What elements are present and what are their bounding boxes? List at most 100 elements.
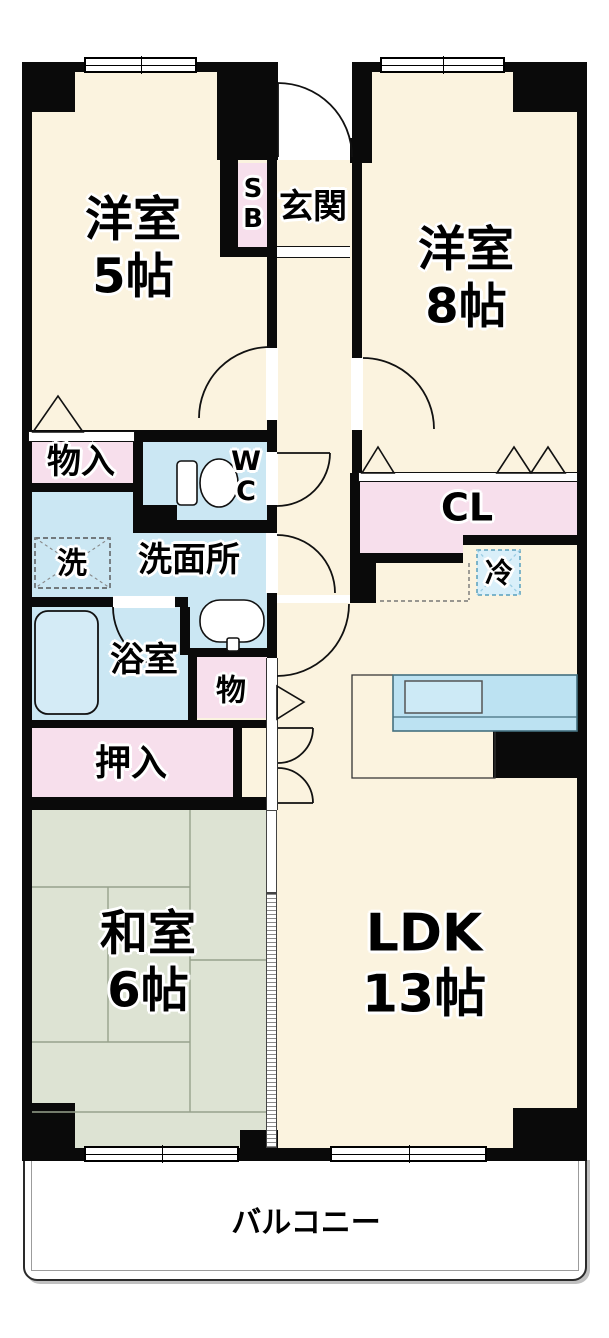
label-shoebox-s: S — [243, 174, 263, 205]
western8-door-opening — [351, 358, 363, 430]
oshiire-closet — [30, 728, 233, 797]
wall-monoire-wc-divider — [133, 433, 143, 520]
label-western5: 洋室 5帖 — [85, 191, 181, 304]
washer-space — [34, 537, 111, 589]
mono-nook-door-track — [266, 658, 278, 810]
wall-oshiire-right — [233, 725, 242, 803]
closet-cl-right — [463, 482, 578, 535]
storage-mono — [197, 655, 270, 718]
wall-sink-bottom — [188, 648, 270, 657]
window-ldk — [330, 1145, 487, 1163]
label-bathroom: 浴室 — [110, 639, 178, 680]
wall-kitchen-end-block — [493, 728, 577, 778]
label-western8-name: 洋室 — [417, 221, 515, 278]
pillar-top-left — [22, 62, 75, 112]
label-wc: W C — [231, 445, 261, 507]
wall-lower-block-top — [22, 720, 277, 728]
wall-cl-bottom-right — [463, 535, 587, 545]
label-ldk-size: 13帖 — [361, 965, 487, 1025]
cl-folding-door-left — [360, 445, 396, 474]
wall-wc-bottom — [133, 520, 270, 533]
wall-right — [577, 62, 587, 1160]
label-mono: 物 — [216, 673, 246, 709]
cl-folding-door-right-a — [495, 445, 533, 474]
label-wc-c: C — [236, 476, 256, 507]
mono-folding-door — [276, 684, 306, 721]
japanese-room-floor — [32, 810, 266, 1148]
window-japanese — [84, 1145, 239, 1163]
label-western5-name: 洋室 — [84, 191, 182, 248]
wall-shoebox-bottom — [238, 247, 273, 257]
label-ldk: LDK 13帖 — [362, 904, 486, 1027]
toilet-fixture — [176, 458, 239, 508]
wc-door-arc — [276, 452, 331, 507]
washroom-door-arc — [276, 534, 336, 594]
washbasin-fixture — [199, 599, 265, 652]
kitchen-zone-outline — [351, 674, 496, 779]
bathroom-door-arc — [112, 606, 176, 670]
wc-door-opening — [266, 452, 278, 505]
wall-corridor-left-lower — [267, 603, 277, 658]
wall-mono-left — [188, 655, 197, 720]
japanese-ldk-opening — [266, 810, 277, 893]
wall-cl-bottom-left — [350, 553, 463, 563]
wall-ldk-door-block — [350, 555, 376, 603]
japanese-ldk-sliding-door — [266, 893, 277, 1148]
label-oshiire: 押入 — [94, 742, 168, 784]
nook-door-arc-top — [277, 727, 314, 764]
wall-corridor-right — [352, 163, 362, 473]
wall-bathroom-right — [180, 607, 190, 655]
label-washer: 洗 — [57, 546, 87, 582]
storage-monoire — [30, 442, 133, 483]
wall-cl-left — [350, 473, 360, 563]
western5-door-arc — [198, 346, 271, 419]
wall-monoire-bottom — [22, 483, 133, 492]
ldk-door-arc — [276, 603, 350, 677]
window-western8 — [380, 56, 505, 74]
label-shoebox: S B — [243, 174, 263, 235]
monoire-folding-door — [31, 394, 85, 433]
label-balcony: バルコニー — [231, 1205, 381, 1241]
wall-entrance-door-right — [350, 138, 372, 163]
entrance-step — [277, 246, 350, 258]
ldk-door-opening — [277, 595, 350, 603]
label-japanese-name: 和室 — [99, 905, 197, 962]
label-ldk-name: LDK — [365, 903, 483, 964]
cl-door-track — [358, 472, 578, 482]
kitchen-sink — [404, 680, 483, 714]
label-western8: 洋室 8帖 — [418, 221, 514, 334]
pillar-entrance-left — [217, 62, 278, 160]
entrance-alcove-outside — [278, 62, 352, 160]
cl-folding-door-right-b — [529, 445, 567, 474]
balcony-inner-line — [31, 1157, 579, 1271]
label-cl: CL — [440, 485, 494, 530]
label-japanese-size: 6帖 — [107, 962, 189, 1018]
fridge-space — [476, 549, 521, 596]
wall-shoebox-left — [220, 160, 238, 257]
pillar-bottom-right — [513, 1108, 577, 1160]
window-western5 — [84, 56, 197, 74]
label-entrance: 玄関 — [279, 186, 347, 227]
label-monoire: 物入 — [47, 441, 115, 482]
western8-door-arc — [362, 357, 435, 430]
label-fridge: 冷 — [484, 556, 514, 590]
western5-door-opening — [266, 348, 278, 420]
closet-cl-left — [358, 482, 463, 553]
entrance-door-opening — [278, 150, 350, 160]
label-japanese: 和室 6帖 — [100, 905, 196, 1018]
wall-japanese-top — [22, 797, 277, 810]
wall-left — [22, 62, 32, 1160]
label-washroom: 洗面所 — [138, 539, 240, 580]
wall-wc-notch — [143, 505, 177, 520]
wall-alcove-right — [352, 62, 372, 163]
bathtub-fixture — [34, 610, 99, 715]
tatami-lines — [32, 810, 266, 1113]
label-western8-size: 8帖 — [425, 278, 507, 334]
label-shoebox-b: B — [243, 204, 263, 234]
label-wc-w: W — [231, 445, 261, 477]
nook-door-arc-bottom — [277, 767, 314, 804]
washroom-door-opening — [266, 533, 278, 593]
bathroom-door-opening — [113, 596, 175, 608]
